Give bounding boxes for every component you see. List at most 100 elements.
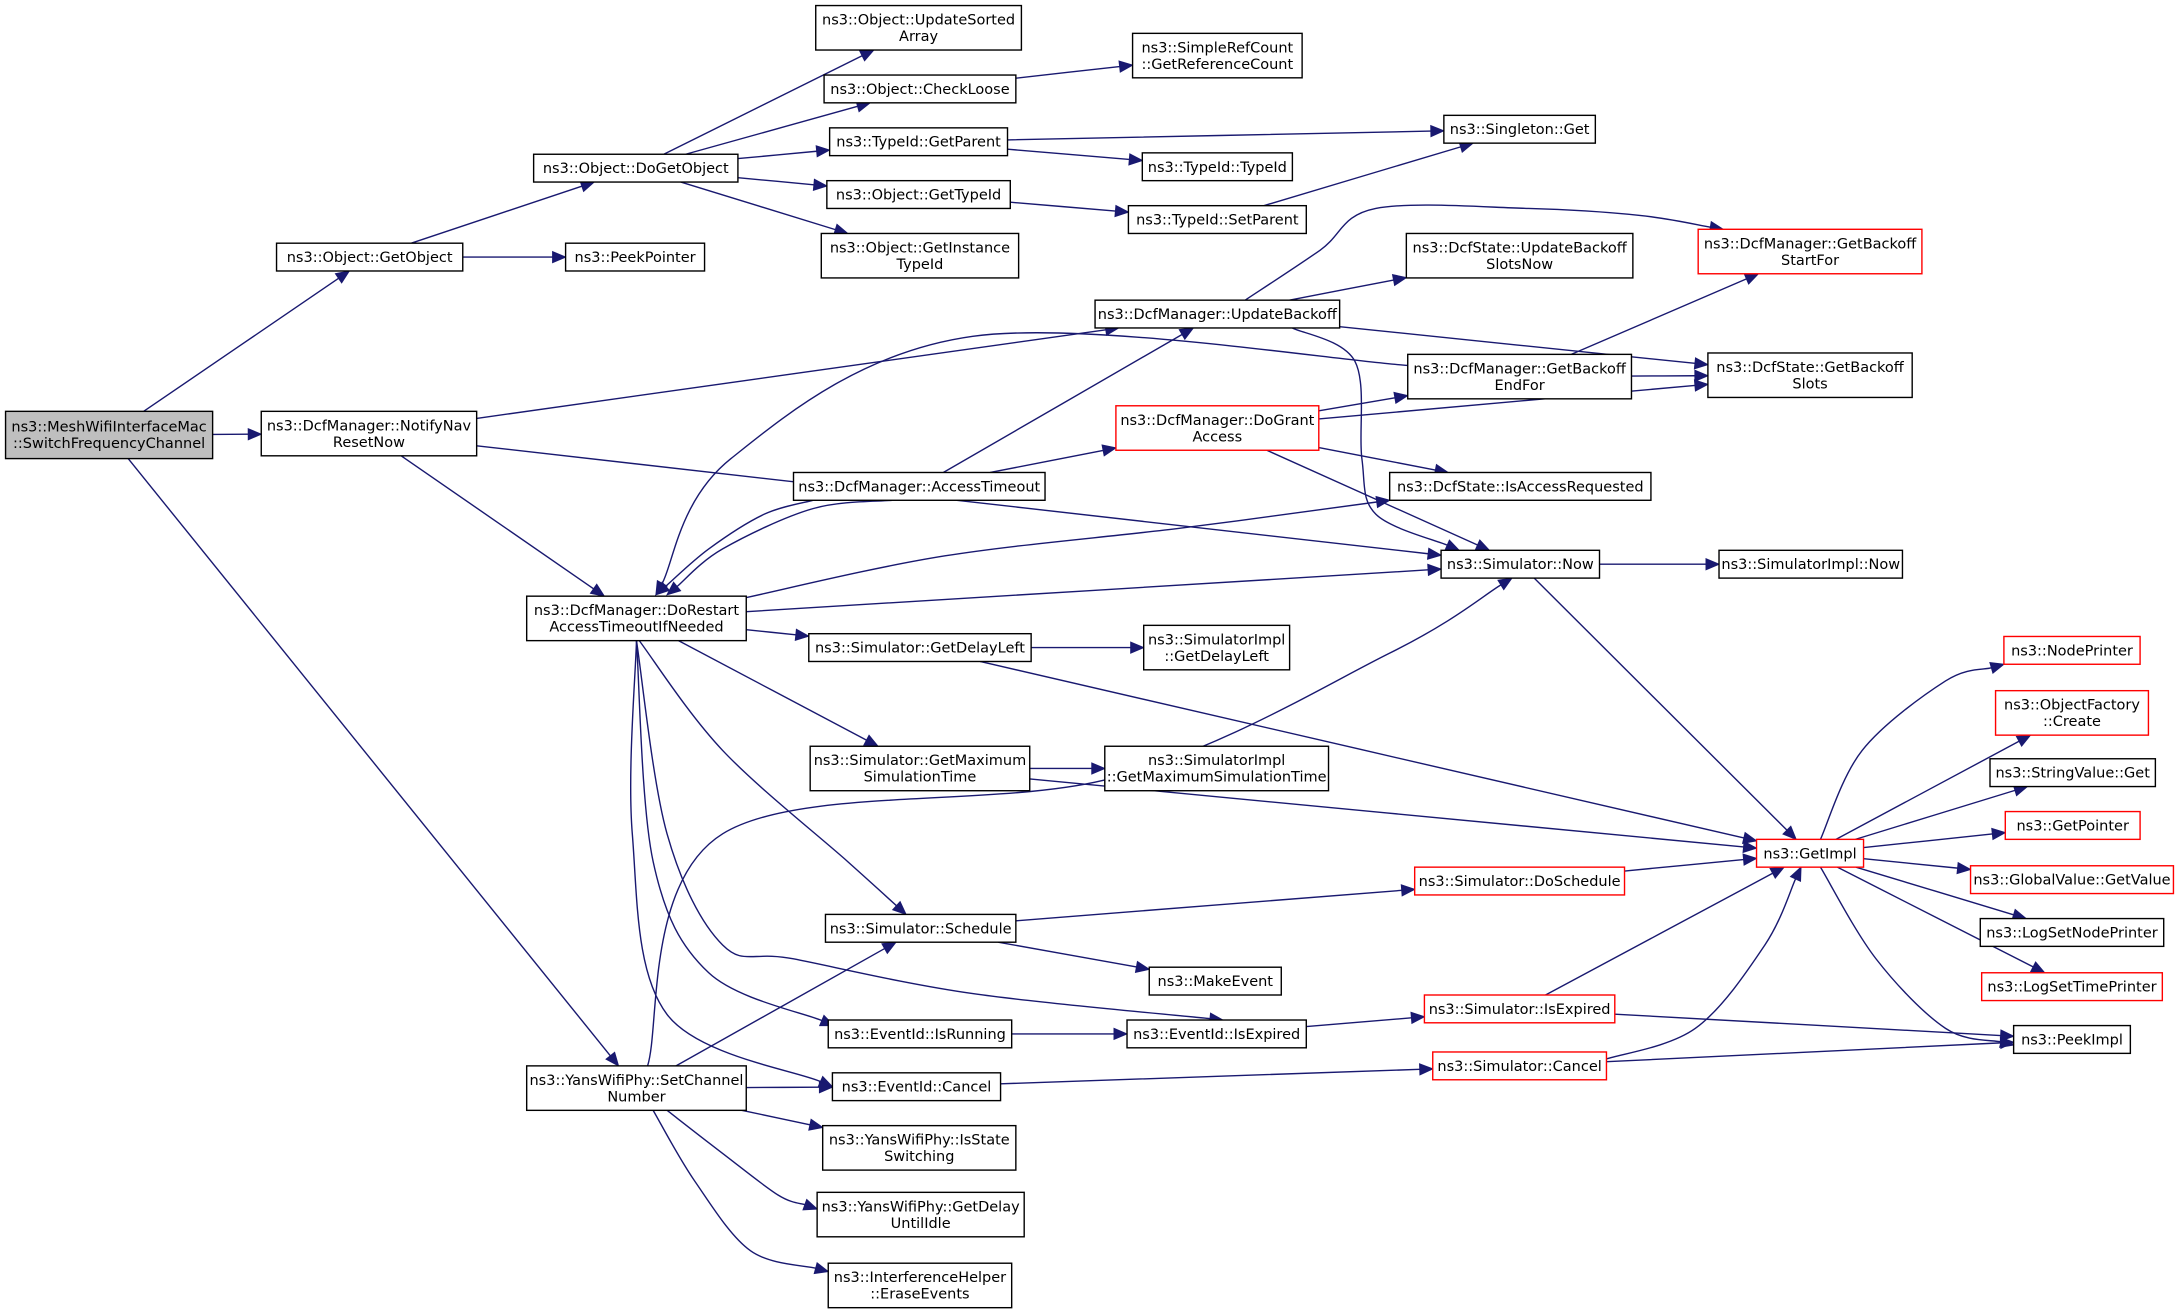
node-box — [1994, 689, 2150, 736]
function-node-n13[interactable]: ns3::Singleton::Get — [1443, 114, 1597, 144]
edge-n5-to-n10 — [737, 176, 814, 186]
arrowhead-n2-to-n3 — [589, 583, 606, 597]
node-box — [809, 745, 1031, 792]
function-node-n15[interactable]: ns3::TypeId::SetParent — [1127, 204, 1307, 235]
node-box — [1131, 32, 1303, 79]
node-label: ns3::Simulator::GetDelayLeft — [815, 641, 1025, 657]
node-label: ns3::LogSetTimePrinter — [1987, 980, 2156, 996]
function-node-n40[interactable]: ns3::Simulator::Schedule — [824, 913, 1017, 943]
node-box — [1440, 549, 1601, 579]
function-node-n5[interactable]: ns3::Object::DoGetObject — [532, 153, 739, 183]
function-node-n10[interactable]: ns3::Object::GetTypeId — [826, 179, 1011, 210]
node-label: ::GetMaximumSimulationTime — [1107, 770, 1327, 786]
edge-n4-to-n24 — [646, 584, 1502, 1067]
function-node-n46[interactable]: ns3::Simulator::Cancel — [1432, 1051, 1608, 1081]
node-label: ::GetDelayLeft — [1164, 649, 1269, 665]
node-box — [1413, 866, 1626, 896]
arrowhead-n28-to-n30 — [1742, 840, 1758, 854]
function-node-n16[interactable]: ns3::DcfManager::UpdateBackoff — [1094, 299, 1341, 329]
node-label: ns3::EventId::IsRunning — [834, 1027, 1006, 1043]
edge-n45-to-n46 — [1000, 1068, 1420, 1085]
function-node-n31[interactable]: ns3::NodePrinter — [2003, 635, 2141, 665]
edge-n30-to-n36 — [1855, 866, 2014, 916]
edge-n3-to-n24 — [746, 569, 1429, 613]
function-node-n1[interactable]: ns3::Object::GetObject — [275, 242, 464, 272]
node-label: ns3::InterferenceHelper — [834, 1270, 1006, 1286]
function-node-n33[interactable]: ns3::StringValue::Get — [1989, 758, 2157, 788]
function-node-n38[interactable]: ns3::PeekImpl — [2012, 1024, 2132, 1055]
node-label: ResetNow — [333, 435, 405, 451]
edge-n40-to-n39 — [1015, 889, 1402, 922]
function-node-n24[interactable]: ns3::Simulator::Now — [1440, 549, 1601, 579]
edge-n3-to-n26 — [746, 629, 796, 636]
function-node-n27[interactable]: ns3::SimulatorImpl::GetDelayLeft — [1142, 624, 1291, 671]
node-box — [532, 153, 739, 183]
function-node-n43[interactable]: ns3::EventId::IsExpired — [1126, 1019, 1307, 1049]
function-node-n28[interactable]: ns3::Simulator::GetMaximumSimulationTime — [809, 745, 1031, 792]
arrowhead-n44-to-n30 — [1769, 866, 1786, 880]
function-node-n30[interactable]: ns3::GetImpl — [1755, 838, 1865, 868]
function-node-n35[interactable]: ns3::GlobalValue::GetValue — [1969, 865, 2175, 895]
arrowhead-n0-to-n2 — [247, 427, 263, 441]
arrowhead-n5-to-n9 — [815, 145, 831, 158]
function-node-n22[interactable]: ns3::DcfManager::AccessTimeout — [792, 471, 1046, 501]
function-node-n32[interactable]: ns3::ObjectFactory::Create — [1994, 689, 2150, 736]
edge-n4-to-n47 — [741, 1109, 811, 1126]
edge-n16-to-n24 — [1292, 327, 1448, 546]
function-node-n49[interactable]: ns3::InterferenceHelper::EraseEvents — [827, 1262, 1013, 1309]
node-box — [525, 595, 747, 642]
function-node-n14[interactable]: ns3::TypeId::TypeId — [1141, 152, 1294, 182]
function-node-n12[interactable]: ns3::SimpleRefCount::GetReferenceCount — [1131, 32, 1303, 79]
function-node-n6[interactable]: ns3::PeekPointer — [564, 242, 706, 272]
edge-n3-to-n28 — [678, 640, 867, 741]
node-box — [1115, 405, 1320, 451]
edge-n8-to-n12 — [1015, 65, 1120, 79]
arrowhead-n21-to-n24 — [1474, 539, 1491, 551]
function-node-n42[interactable]: ns3::EventId::IsRunning — [827, 1019, 1013, 1049]
function-node-n3[interactable]: ns3::DcfManager::DoRestartAccessTimeoutI… — [525, 595, 747, 642]
arrowhead-n5-to-n7 — [858, 49, 875, 62]
arrowhead-n3-to-n26 — [794, 628, 811, 641]
function-node-n41[interactable]: ns3::MakeEvent — [1148, 966, 1282, 996]
node-label: ns3::DcfManager::GetBackoff — [1704, 236, 1917, 252]
function-node-n44[interactable]: ns3::Simulator::IsExpired — [1423, 994, 1616, 1024]
edge-n39-to-n30 — [1624, 858, 1744, 872]
function-node-n36[interactable]: ns3::LogSetNodePrinter — [1979, 917, 2165, 948]
node-label: Array — [899, 29, 938, 45]
edge-n21-to-n19 — [1318, 397, 1396, 412]
arrowhead-n0-to-n1 — [334, 270, 351, 284]
function-node-n0[interactable]: ns3::MeshWifiInterfaceMac::SwitchFrequen… — [4, 410, 214, 460]
arrowhead-n40-to-n39 — [1400, 884, 1416, 897]
function-node-n23[interactable]: ns3::DcfState::IsAccessRequested — [1388, 471, 1652, 501]
arrowhead-n16-to-n24 — [1444, 539, 1461, 551]
edge-n3-to-n43 — [635, 640, 1211, 1020]
node-label: AccessTimeoutIfNeeded — [549, 620, 723, 636]
function-node-n39[interactable]: ns3::Simulator::DoSchedule — [1413, 866, 1626, 896]
node-box — [1405, 232, 1634, 279]
node-label: ns3::Object::CheckLoose — [830, 82, 1009, 98]
arrowhead-n30-to-n35 — [1956, 861, 1972, 875]
function-node-n34[interactable]: ns3::GetPointer — [2004, 810, 2141, 841]
function-node-n8[interactable]: ns3::Object::CheckLoose — [823, 74, 1017, 104]
function-node-n37[interactable]: ns3::LogSetTimePrinter — [1980, 972, 2164, 1002]
function-node-n26[interactable]: ns3::Simulator::GetDelayLeft — [808, 632, 1032, 663]
arrowhead-n3-to-n24 — [1427, 563, 1443, 577]
function-node-n25[interactable]: ns3::SimulatorImpl::Now — [1718, 549, 1904, 579]
function-node-n9[interactable]: ns3::TypeId::GetParent — [828, 127, 1009, 157]
arrowhead-n30-to-n34 — [1991, 827, 2007, 841]
edge-n30-to-n31 — [1819, 667, 1992, 840]
function-node-n45[interactable]: ns3::EventId::Cancel — [831, 1072, 1002, 1102]
function-node-n29[interactable]: ns3::SimulatorImpl::GetMaximumSimulation… — [1104, 745, 1330, 792]
arrowhead-n45-to-n46 — [1419, 1063, 1435, 1076]
